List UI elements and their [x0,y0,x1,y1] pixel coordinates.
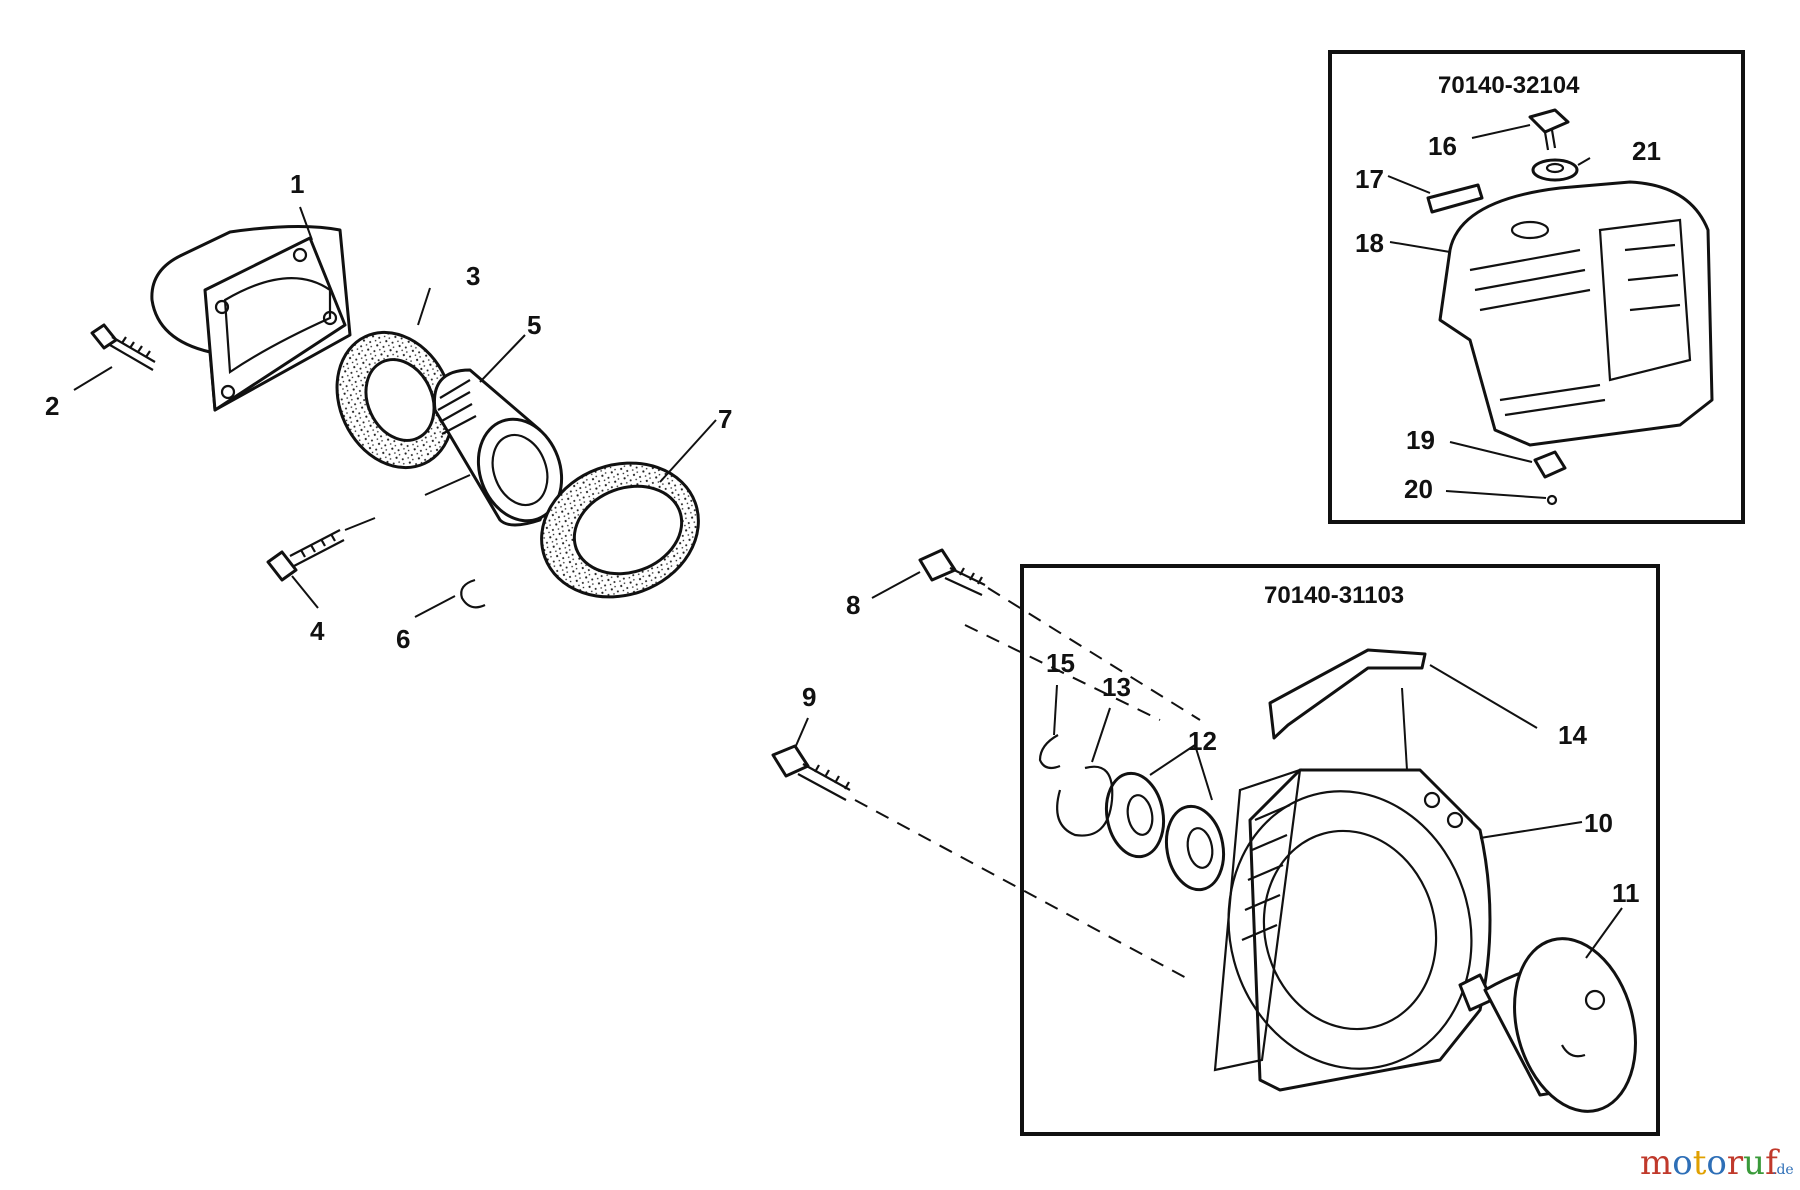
kit-number-top: 70140-32104 [1438,72,1580,99]
part-18-cover [1438,180,1714,447]
callout-10: 10 [1584,808,1613,838]
part-3-clutch-shoe [335,330,455,470]
wm-letter-4: o [1706,1143,1726,1183]
part-17-label [1426,183,1484,214]
wm-letter-6: u [1743,1143,1765,1183]
callout-13: 13 [1102,672,1131,702]
callout-3: 3 [466,261,480,291]
part-15-snap-ring [1038,734,1061,770]
callout-15: 15 [1046,648,1075,678]
callout-21: 21 [1632,136,1661,166]
wm-suffix: .de [1772,1162,1794,1178]
kit-frame-bottom [1020,564,1660,1136]
part-10-housing [1213,768,1492,1092]
part-9-screw [771,744,851,801]
callout-17: 17 [1355,164,1384,194]
kit-frame-top [1328,50,1745,524]
wm-letter-2: o [1672,1143,1692,1183]
part-21-grommet [1531,158,1579,182]
callout-5: 5 [527,310,541,340]
callout-11: 11 [1612,878,1640,908]
part-1-clutch-housing [150,224,352,412]
watermark-logo: motoruf .de [1640,1143,1794,1183]
wm-letter-7: f [1765,1143,1780,1183]
part-2-bolt [90,323,156,371]
callout-1: 1 [290,169,304,199]
kit-number-bottom: 70140-31103 [1264,582,1404,609]
callout-19: 19 [1406,425,1435,455]
part-16-knob [1528,108,1570,151]
part-8-screw [918,548,986,596]
part-6-clip [460,578,486,609]
callout-2: 2 [45,391,59,421]
callout-16: 16 [1428,131,1457,161]
callout-20: 20 [1404,474,1433,504]
callout-12: 12 [1188,726,1217,756]
part-5-spring-hub [432,368,564,527]
callout-18: 18 [1355,228,1384,258]
wm-letter-5: r [1727,1143,1744,1183]
part-11-clutch-drum [1458,937,1637,1113]
part-14-handle [1268,648,1427,740]
svg-text:motoruf: motoruf [1640,1143,1780,1183]
wm-letter-1: m [1640,1143,1672,1183]
part-4-bolt [266,529,345,582]
callout-4: 4 [310,616,325,646]
callout-9: 9 [802,682,816,712]
wm-letter-3: t [1693,1143,1707,1183]
part-12-bearing-b [1164,804,1226,892]
part-20-washer [1546,494,1558,506]
part-13-circlip [1056,765,1114,837]
callout-6: 6 [396,624,410,654]
part-7-clutch-band [540,461,700,599]
part-19-nut [1533,450,1567,479]
callout-14: 14 [1558,720,1587,750]
callout-8: 8 [846,590,860,620]
part-12-bearing-a [1104,771,1166,859]
callout-7: 7 [718,404,732,434]
